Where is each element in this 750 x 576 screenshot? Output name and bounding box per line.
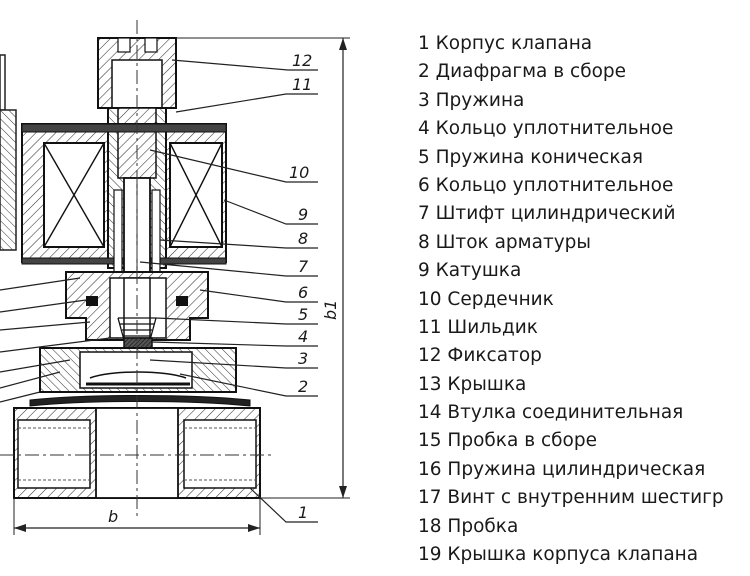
legend-item: 1 Корпус клапана: [418, 33, 593, 54]
left-leader-lines: [0, 277, 111, 403]
dimension-b1-label: b1: [321, 300, 340, 320]
right-leader-lines: [139, 59, 318, 523]
coil-housing-left-edge: [0, 54, 17, 251]
legend-item: 8 Шток арматуры: [418, 231, 592, 253]
callout-7: 7: [298, 257, 309, 276]
legend-item: 16 Пружина цилиндрическая: [418, 458, 706, 480]
callout-4: 4: [298, 327, 308, 346]
coil-housing-9: [21, 123, 227, 265]
diaphragm-plate-2: [29, 395, 251, 407]
diaphragm-block: [39, 337, 237, 393]
legend-item: 13 Крышка: [418, 373, 527, 395]
callout-12: 12: [292, 51, 312, 70]
legend-item: 4 Кольцо уплотнительное: [418, 118, 674, 140]
legend-item: 19 Крышка корпуса клапана: [418, 544, 699, 566]
legend-item: 3 Пружина: [418, 89, 525, 111]
legend-item: 7 Штифт цилиндрический: [418, 203, 676, 225]
legend-item: 10 Сердечник: [418, 288, 554, 310]
parts-legend: 1 Корпус клапана 2 Диафрагма в сборе 3 П…: [418, 30, 750, 569]
legend-item: 11 Шильдик: [418, 316, 538, 338]
legend-item: 12 Фиксатор: [418, 345, 542, 367]
callout-10: 10: [289, 163, 309, 182]
dimension-b-label: b: [108, 507, 118, 526]
callout-9: 9: [298, 205, 308, 224]
legend-item: 14 Втулка соединительная: [418, 402, 684, 424]
legend-item: 5 Пружина коническая: [418, 146, 643, 168]
legend-item: 18 Пробка: [418, 515, 519, 537]
callout-1: 1: [298, 503, 308, 522]
centerlines: [0, 20, 275, 520]
callout-3: 3: [298, 349, 308, 368]
legend-item: 9 Катушка: [418, 260, 522, 282]
legend-item: 15 Пробка в сборе: [418, 430, 598, 452]
dimension-b1: b1: [176, 37, 350, 499]
callout-6: 6: [298, 283, 308, 302]
callout-numbers: 12 11 10 9 8 7 6 5 4 3 2 1: [289, 51, 312, 522]
legend-item: 17 Винт с внутренним шестигр: [418, 487, 724, 509]
callout-5: 5: [298, 305, 308, 324]
legend-item: 2 Диафрагма в сборе: [418, 61, 627, 83]
callout-11: 11: [292, 75, 312, 94]
callout-8: 8: [298, 229, 308, 248]
callout-2: 2: [298, 377, 308, 396]
legend-item: 6 Кольцо уплотнительное: [418, 174, 674, 196]
dimension-b: b: [13, 498, 261, 535]
